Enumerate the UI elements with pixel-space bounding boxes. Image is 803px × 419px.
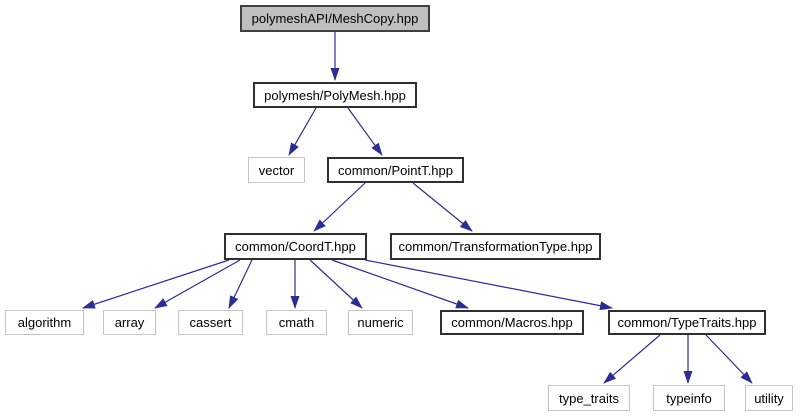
node-array: array [103, 310, 156, 335]
edge-coordt-to-algorithm [82, 259, 230, 309]
node-label: typeinfo [666, 390, 712, 406]
node-type_traits: type_traits [548, 385, 630, 411]
node-numeric: numeric [348, 310, 413, 335]
edge-coordt-to-cassert [228, 259, 253, 309]
node-transform[interactable]: common/TransformationType.hpp [390, 233, 601, 260]
node-label: common/Macros.hpp [451, 315, 573, 330]
node-meshcopy: polymeshAPI/MeshCopy.hpp [240, 5, 430, 32]
node-label: vector [258, 162, 295, 178]
node-label: cassert [189, 315, 232, 330]
node-label: cmath [278, 315, 315, 330]
node-label: common/CoordT.hpp [235, 239, 356, 254]
node-label: polymesh/PolyMesh.hpp [264, 87, 406, 103]
node-pointt[interactable]: common/PointT.hpp [327, 157, 464, 183]
edge-typetraits-to-type_traits [603, 334, 661, 384]
node-label: array [114, 315, 145, 330]
node-typetraits[interactable]: common/TypeTraits.hpp [608, 310, 766, 335]
node-label: common/PointT.hpp [338, 162, 453, 178]
edge-coordt-to-array [154, 259, 241, 309]
edge-pointt-to-coordt [313, 182, 366, 232]
node-coordt[interactable]: common/CoordT.hpp [224, 233, 367, 260]
edge-coordt-to-numeric [309, 259, 363, 309]
node-polymesh[interactable]: polymesh/PolyMesh.hpp [253, 82, 417, 108]
node-typeinfo: typeinfo [653, 385, 725, 411]
node-algorithm: algorithm [5, 310, 84, 335]
edge-polymesh-to-pointt [347, 107, 383, 156]
node-label: utility [754, 390, 784, 406]
node-label: common/TransformationType.hpp [398, 239, 593, 254]
edge-coordt-to-macros [331, 259, 469, 309]
edge-pointt-to-transform [412, 182, 473, 232]
node-label: numeric [357, 315, 404, 330]
node-vector: vector [248, 157, 305, 183]
node-macros[interactable]: common/Macros.hpp [440, 310, 584, 335]
node-label: common/TypeTraits.hpp [617, 315, 757, 330]
edge-typetraits-to-utility [705, 334, 753, 384]
node-label: type_traits [559, 390, 619, 406]
node-utility: utility [745, 385, 793, 411]
node-label: algorithm [17, 315, 72, 330]
edge-coordt-to-typetraits [364, 259, 613, 311]
node-cmath: cmath [266, 310, 327, 335]
node-cassert: cassert [178, 310, 243, 335]
edge-polymesh-to-vector [288, 107, 317, 156]
node-label: polymeshAPI/MeshCopy.hpp [251, 11, 419, 26]
